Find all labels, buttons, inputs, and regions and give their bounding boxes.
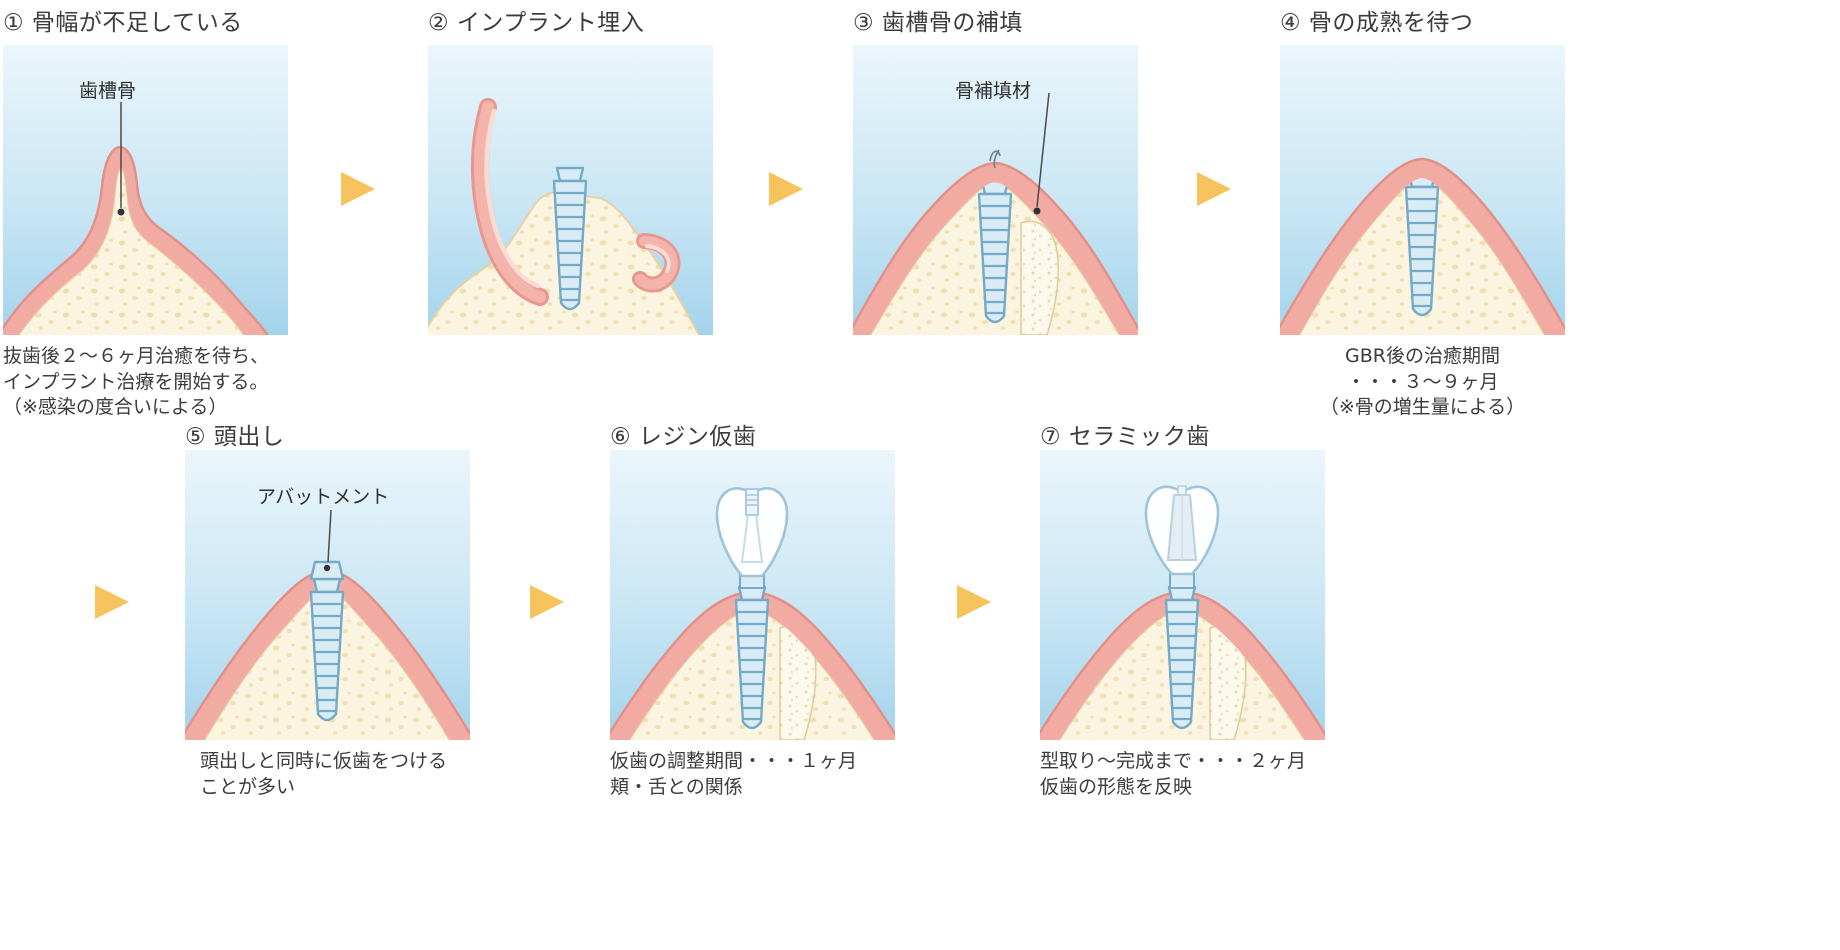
gum-shape (1280, 159, 1565, 335)
panel-step-4: ④ 骨の成熟を待つ GBR後の治癒期間 ・・・３〜９ヶ月 （※骨の増生量による） (1280, 6, 1565, 421)
panel-step-6: ⑥ レジン仮歯 仮歯の調整期間・・・１ヶ月 頬・舌との関係 (610, 424, 895, 800)
marker-dot (117, 208, 125, 216)
suture-graphic (989, 149, 1001, 169)
leader-line (327, 509, 332, 563)
step-5-illustration (185, 450, 470, 740)
arrow-right-icon (95, 585, 129, 619)
arrow-right-icon (769, 172, 803, 206)
arrow-right-icon (530, 585, 564, 619)
leader-line (1036, 92, 1050, 208)
arrow-right-icon (1197, 172, 1231, 206)
step-7-illustration (1040, 450, 1325, 740)
bone-graft-label: 骨補填材 (955, 80, 1032, 102)
arrow-right-icon (341, 172, 375, 206)
step-4-title: ④ 骨の成熟を待つ (1280, 10, 1474, 36)
step-4-caption: GBR後の治癒期間 ・・・３〜９ヶ月 （※骨の増生量による） (1319, 345, 1526, 419)
gum-outline (3, 145, 270, 335)
gum-shape (610, 592, 895, 740)
marker-dot (323, 564, 331, 572)
gum-shape (1040, 592, 1325, 740)
gum-outline (1280, 157, 1565, 331)
step-1-caption: 抜歯後２〜６ヶ月治癒を待ち、 インプラント治療を開始する。 （※感染の度合いによ… (3, 345, 270, 419)
step-5-title: ⑤ 頭出し (185, 424, 285, 450)
step-3-illustration (853, 45, 1138, 335)
abutment-collar (1169, 573, 1195, 589)
bone-graft-shape (1020, 220, 1060, 335)
gum-flap-left (471, 98, 549, 306)
step-2-title: ② インプラント埋入 (428, 10, 645, 36)
step-3-title: ③ 歯槽骨の補填 (853, 10, 1023, 36)
step-5-caption: 頭出しと同時に仮歯をつける ことが多い (200, 750, 448, 798)
panel-step-1: ① 骨幅が不足している 歯槽骨 抜歯後２〜６ヶ月治癒を待ち、 インプラント治療を… (3, 6, 288, 421)
panel-step-2: ② インプラント埋入 (428, 6, 713, 335)
panel-step-5: ⑤ 頭出し アバットメント 頭出しと同時に仮歯をつける ことが多い (185, 424, 470, 800)
marker-dot (1033, 207, 1041, 215)
step-7-caption: 型取り〜完成まで・・・２ヶ月 仮歯の形態を反映 (1040, 750, 1307, 798)
step-1-title: ① 骨幅が不足している (3, 10, 243, 36)
step-6-illustration (610, 450, 895, 740)
step-2-illustration (428, 45, 713, 335)
abutment-label: アバットメント (257, 486, 390, 508)
alveolar-bone-label: 歯槽骨 (79, 80, 137, 102)
gum-flap-right (632, 233, 681, 293)
arrow-right-icon (957, 585, 991, 619)
step-1-illustration (3, 45, 288, 335)
step-6-caption: 仮歯の調整期間・・・１ヶ月 頬・舌との関係 (610, 750, 858, 798)
step-6-title: ⑥ レジン仮歯 (610, 424, 757, 450)
panel-step-7: ⑦ セラミック歯 型取り〜完成まで・・・２ヶ月 仮歯の形態を反映 (1040, 424, 1325, 800)
gum-shape (185, 570, 470, 740)
gum-shape (853, 163, 1138, 335)
step-4-illustration (1280, 45, 1565, 335)
panel-step-3: ③ 歯槽骨の補填 骨補填材 (853, 6, 1138, 335)
gum-shape (3, 147, 268, 335)
step-7-title: ⑦ セラミック歯 (1040, 424, 1210, 450)
